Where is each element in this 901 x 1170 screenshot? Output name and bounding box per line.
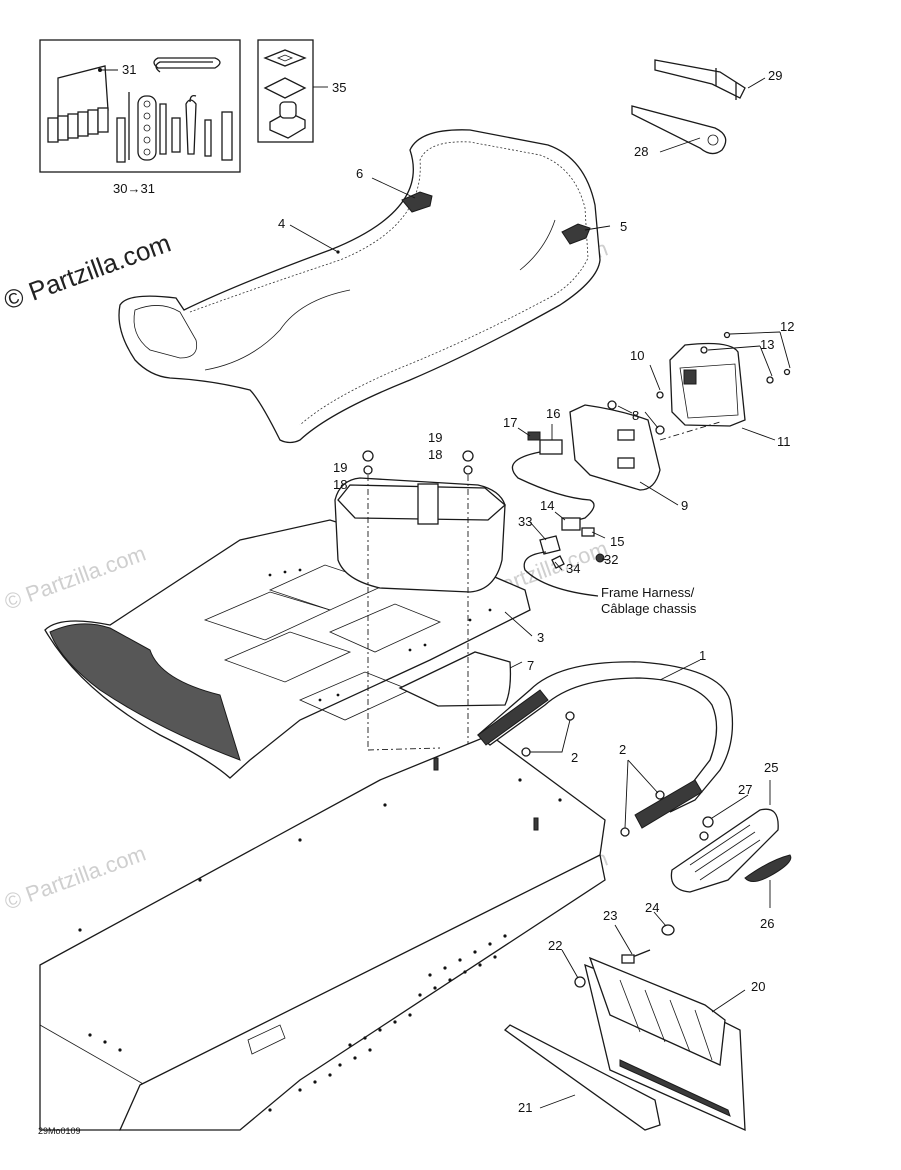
side-light-25 (670, 780, 792, 908)
callout-4: 4 (278, 216, 285, 231)
callout-28: 28 (634, 144, 648, 159)
callout-19-right: 19 (428, 430, 442, 445)
harness-note-line1: Frame Harness/ (601, 585, 695, 600)
watermark-faint-left-2: © Partzilla.com (1, 841, 149, 915)
taillight-assembly (569, 331, 791, 506)
callout-24: 24 (645, 900, 659, 915)
callout-labels: 31 30→31 35 29 28 6 5 4 12 13 10 8 11 16… (38, 62, 794, 1136)
callout-2-lower: 2 (571, 750, 578, 765)
callout-6: 6 (356, 166, 363, 181)
callout-8: 8 (632, 408, 639, 423)
callout-5: 5 (620, 219, 627, 234)
callout-33: 33 (518, 514, 532, 529)
diagram-code: 29Mo0109 (38, 1126, 81, 1136)
brackets-28-29 (631, 59, 766, 155)
callout-1: 1 (699, 648, 706, 663)
rear-frame-storage (44, 450, 541, 821)
wiring-harness (511, 424, 609, 597)
callout-13: 13 (760, 337, 774, 352)
callout-12: 12 (780, 319, 794, 334)
callout-34: 34 (566, 561, 580, 576)
callout-7: 7 (527, 658, 534, 673)
callout-2-upper: 2 (619, 742, 626, 757)
grab-handle (476, 659, 734, 837)
callout-23: 23 (603, 908, 617, 923)
callout-27: 27 (738, 782, 752, 797)
callout-9: 9 (681, 498, 688, 513)
callout-3: 3 (537, 630, 544, 645)
callout-16: 16 (546, 406, 560, 421)
callout-20: 20 (751, 979, 765, 994)
callout-11: 11 (777, 434, 791, 449)
callout-29: 29 (768, 68, 782, 83)
callout-26: 26 (760, 916, 774, 931)
callout-32: 32 (604, 552, 618, 567)
callout-15: 15 (610, 534, 624, 549)
tunnel-body (39, 734, 606, 1131)
callout-19-left: 19 (333, 460, 347, 475)
seat-cushion (118, 129, 611, 444)
callout-25: 25 (764, 760, 778, 775)
watermark-faint-left-1: © Partzilla.com (1, 541, 149, 615)
callout-18-right: 18 (428, 447, 442, 462)
callout-18-left: 18 (333, 477, 347, 492)
callout-14: 14 (540, 498, 554, 513)
tool-kit-box (39, 39, 241, 173)
item-35-box (257, 39, 328, 143)
callout-10: 10 (630, 348, 644, 363)
callout-30-31: 30→31 (113, 181, 155, 196)
callout-31: 31 (122, 62, 136, 77)
callout-21: 21 (518, 1100, 532, 1115)
harness-note-line2: Câblage chassis (601, 601, 697, 616)
callout-35: 35 (332, 80, 346, 95)
callout-22: 22 (548, 938, 562, 953)
snow-flap (503, 911, 746, 1132)
callout-17: 17 (503, 415, 517, 430)
